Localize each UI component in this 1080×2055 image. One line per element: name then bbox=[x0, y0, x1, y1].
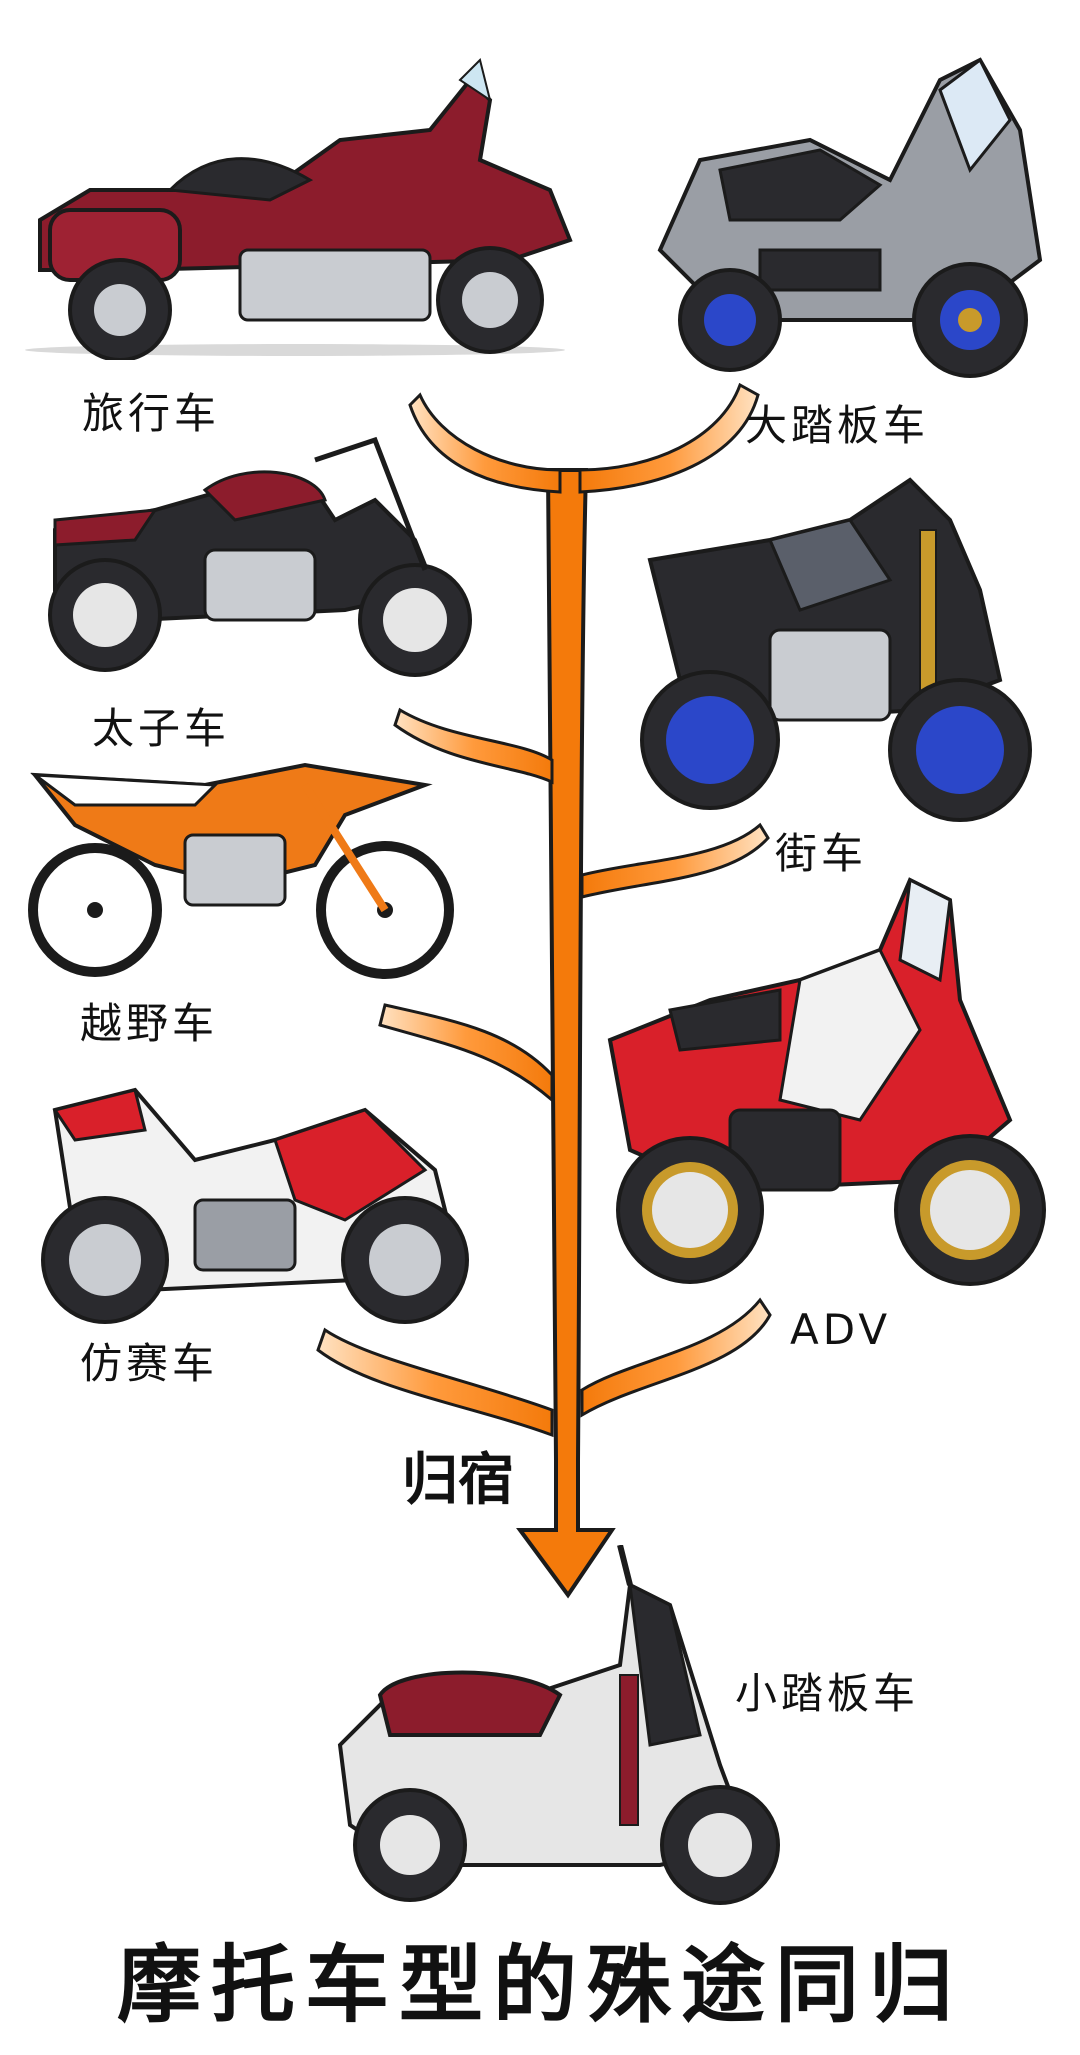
branch-touring bbox=[408, 392, 562, 494]
label-naked: 街车 bbox=[775, 829, 868, 878]
sport-bike-illustration bbox=[41, 1087, 469, 1324]
cruiser-bike-illustration bbox=[48, 436, 472, 677]
tree-trunk bbox=[516, 468, 616, 1599]
branch-dirt bbox=[378, 1003, 554, 1104]
naked-bike-illustration bbox=[640, 477, 1032, 822]
label-small-scooter: 小踏板车 bbox=[735, 1669, 920, 1718]
label-dirt: 越野车 bbox=[80, 999, 219, 1048]
label-maxi-scooter: 大踏板车 bbox=[745, 401, 930, 450]
label-touring: 旅行车 bbox=[82, 389, 221, 438]
adv-bike-illustration bbox=[607, 877, 1046, 1286]
label-trunk: 归宿 bbox=[402, 1448, 514, 1513]
label-sport: 仿赛车 bbox=[80, 1339, 219, 1388]
branch-adv bbox=[580, 1297, 772, 1418]
maxi-scooter-illustration bbox=[657, 57, 1043, 378]
branch-sport bbox=[316, 1327, 554, 1438]
label-cruiser: 太子车 bbox=[92, 704, 231, 753]
branch-naked bbox=[580, 822, 770, 899]
small-scooter-illustration bbox=[337, 1545, 780, 1905]
branch-cruiser bbox=[393, 707, 554, 785]
touring-bike-illustration bbox=[25, 58, 573, 360]
label-adv: ADV bbox=[790, 1305, 892, 1354]
page-title: 摩托车型的殊途同归 bbox=[116, 1936, 963, 2034]
branch-maxi-scooter bbox=[578, 382, 760, 494]
dirt-bike-illustration bbox=[28, 762, 454, 979]
